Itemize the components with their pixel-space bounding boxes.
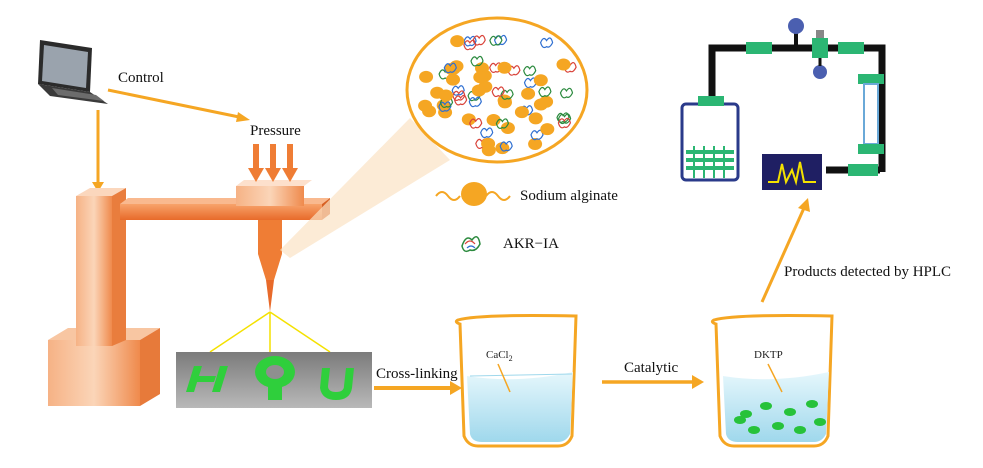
alginate-bead — [514, 106, 529, 119]
control-to-pressure-arrow — [107, 88, 250, 122]
enzyme-glyph — [443, 62, 457, 74]
alginate-bead — [473, 71, 488, 84]
catalytic-label: Catalytic — [624, 360, 678, 376]
immobilized-bead — [740, 410, 752, 418]
sodium-alginate-legend-icon — [435, 182, 511, 206]
enzyme-glyph — [469, 118, 483, 129]
immobilized-bead — [784, 408, 796, 416]
enzyme-glyph — [491, 86, 505, 98]
dktp-label: DKTP — [754, 349, 783, 361]
akr-ia-label: AKR−IA — [503, 236, 559, 252]
alginate-bead — [533, 74, 548, 87]
laptop-icon — [38, 40, 108, 104]
enzyme-glyph — [557, 117, 572, 129]
alginate-bead — [497, 94, 512, 107]
enzyme-glyph — [472, 34, 486, 46]
alginate-bead — [450, 35, 465, 48]
alginate-bead — [418, 99, 433, 112]
pressure-arrows — [248, 144, 298, 182]
alginate-bead — [521, 87, 536, 100]
enzyme-glyph — [495, 118, 510, 129]
alginate-bead — [444, 62, 459, 75]
enzyme-glyph — [470, 55, 484, 67]
immobilized-bead — [794, 426, 806, 434]
pressure-label: Pressure — [250, 123, 301, 139]
immobilized-bead — [772, 422, 784, 430]
enzyme-glyph — [489, 35, 503, 46]
enzyme-glyph — [559, 87, 574, 99]
alginate-bead — [439, 89, 453, 102]
sodium-alginate-label: Sodium alginate — [520, 188, 618, 204]
immobilized-enzyme-beads — [734, 400, 826, 434]
enzyme-glyph — [451, 85, 465, 96]
enzyme-glyph — [468, 96, 482, 108]
enzyme-glyph — [538, 86, 552, 98]
cacl2-beaker — [454, 314, 578, 448]
immobilized-bead — [760, 402, 772, 410]
enzyme-glyph — [557, 113, 572, 125]
enzyme-glyph — [452, 90, 466, 101]
alginate-bead — [471, 84, 486, 97]
alginate-bead — [556, 58, 571, 71]
hplc-system — [680, 18, 886, 190]
immobilized-bead — [806, 400, 818, 408]
enzyme-glyph — [438, 101, 452, 112]
control-to-printer-arrow — [92, 110, 104, 192]
alginate-bead — [446, 73, 460, 86]
cross-linking-arrow — [374, 381, 462, 395]
alginate-bead — [461, 113, 476, 126]
control-label: Control — [118, 70, 164, 86]
alginate-bead — [419, 70, 434, 83]
cacl2-pointer — [497, 363, 511, 393]
enzyme-glyph — [539, 37, 554, 49]
alginate-bead — [528, 138, 543, 150]
enzyme-glyph — [530, 129, 544, 141]
alginate-enzyme-beads — [418, 34, 577, 157]
cross-linking-label: Cross-linking — [376, 366, 458, 382]
dktp-pointer — [767, 363, 783, 393]
enzyme-glyph — [500, 89, 514, 100]
enzyme-glyph — [523, 65, 537, 77]
akr-ia-legend-icon — [461, 236, 481, 253]
alginate-bead — [533, 98, 548, 111]
products-detected-label: Products detected by HPLC — [784, 264, 951, 280]
catalytic-arrow — [602, 375, 704, 389]
nozzle-beams — [209, 311, 331, 353]
immobilized-bead — [748, 426, 760, 434]
enzyme-glyph — [453, 94, 468, 106]
alginate-bead — [528, 112, 543, 125]
printed-hqu-tiles — [176, 352, 372, 408]
immobilized-bead — [814, 418, 826, 426]
enzyme-glyph — [480, 127, 494, 139]
cacl2-label: CaCl2 — [486, 349, 513, 363]
products-arrow — [760, 198, 810, 303]
immobilized-bead — [734, 416, 746, 424]
alginate-bead — [500, 122, 515, 134]
zoom-beams — [280, 118, 450, 258]
alginate-bead — [481, 144, 496, 157]
enzyme-glyph — [463, 35, 477, 47]
dktp-beaker — [710, 314, 834, 448]
enzyme-glyph — [507, 65, 521, 76]
alginate-bead — [540, 123, 555, 136]
alginate-bead — [497, 61, 512, 74]
alginate-bead — [495, 142, 510, 155]
enzyme-glyph — [499, 140, 513, 152]
